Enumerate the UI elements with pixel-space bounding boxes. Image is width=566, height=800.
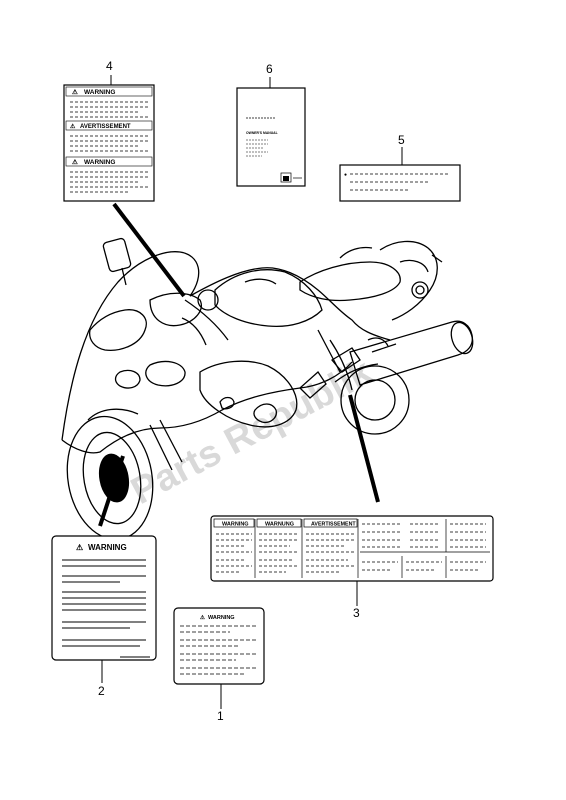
callout-5: 5 — [398, 133, 405, 147]
svg-text:⚠: ⚠ — [76, 543, 83, 552]
svg-text:AVERTISSEMENT: AVERTISSEMENT — [311, 522, 356, 528]
label-1: ⚠ WARNING — [173, 607, 265, 685]
label-2: ⚠ WARNING — [51, 535, 157, 661]
svg-text:WARNUNG: WARNUNG — [265, 522, 294, 528]
callout-2: 2 — [98, 684, 105, 698]
leader-lines — [98, 75, 403, 709]
svg-text:WARNING: WARNING — [84, 159, 115, 166]
watermark: Parts Republik — [125, 351, 380, 513]
motorcycle-illustration — [61, 237, 474, 541]
callout-1: 1 — [217, 709, 224, 723]
svg-text:WARNING: WARNING — [84, 89, 115, 96]
svg-text:⚠: ⚠ — [200, 614, 206, 621]
svg-text:⚠: ⚠ — [70, 123, 76, 130]
svg-text:AVERTISSEMENT: AVERTISSEMENT — [80, 124, 131, 130]
callout-4: 4 — [106, 59, 113, 73]
label-5: ● — [339, 164, 461, 202]
svg-text:OWNER'S MANUAL: OWNER'S MANUAL — [246, 131, 278, 135]
svg-text:WARNING: WARNING — [222, 522, 249, 528]
svg-text:WARNING: WARNING — [88, 543, 127, 552]
label-4: ⚠ WARNING ⚠ AVERTISSEMENT ⚠ WARNING — [63, 84, 155, 202]
svg-text:⚠: ⚠ — [72, 158, 79, 166]
callout-6: 6 — [266, 62, 273, 76]
callout-3: 3 — [353, 606, 360, 620]
label-3: WARNING WARNUNG AVERTISSEMENT — [210, 515, 494, 582]
label-6: OWNER'S MANUAL — [236, 87, 306, 187]
svg-text:⚠: ⚠ — [72, 88, 79, 96]
svg-text:●: ● — [344, 172, 347, 178]
svg-text:WARNING: WARNING — [208, 615, 235, 621]
